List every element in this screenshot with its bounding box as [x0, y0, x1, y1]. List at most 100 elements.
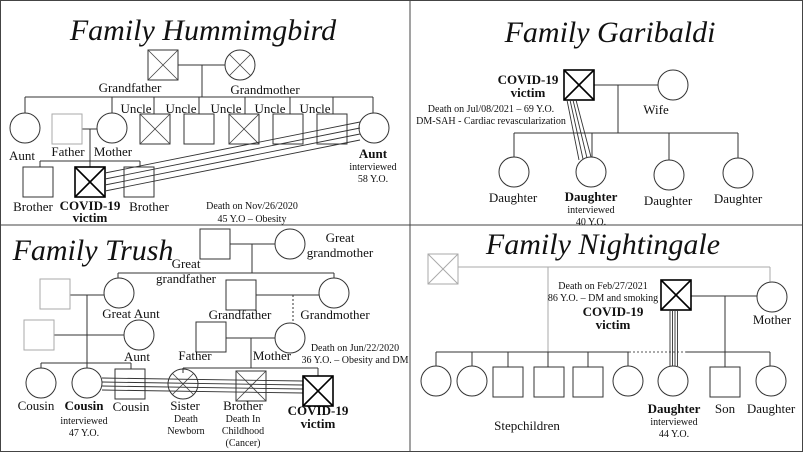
- brother-symbol: [123, 166, 155, 198]
- father-symbol: [195, 321, 227, 353]
- uncle-symbol: [228, 113, 260, 145]
- brother-label: Brother: [223, 398, 263, 413]
- great-grandfather-label-line1: Great: [172, 256, 201, 271]
- connector-lines: [40, 243, 335, 376]
- mother-label: Mother: [94, 144, 133, 159]
- daughter-symbol: [498, 156, 530, 188]
- panel-family-hummingbird: Family Hummimgbird Grandfather Grandmoth…: [9, 14, 397, 225]
- uncle-symbol: [139, 113, 171, 145]
- relationship-lines: [101, 377, 304, 394]
- father-label: Father: [51, 144, 85, 159]
- covid-victim-symbol: [660, 279, 692, 311]
- relationship-lines: [669, 310, 678, 366]
- great-aunt-label: Great Aunt: [102, 306, 160, 321]
- great-grandmother-label-line2: grandmother: [307, 245, 374, 260]
- aunt-symbol: [9, 112, 41, 144]
- uncle-symbol: [316, 113, 348, 145]
- informant-label: Daughter: [565, 189, 618, 204]
- informant-label: Aunt: [359, 146, 388, 161]
- mother-symbol: [274, 322, 306, 354]
- covid-victim-symbol: [74, 166, 106, 198]
- father-label: Father: [178, 348, 212, 363]
- mother-symbol: [96, 112, 128, 144]
- death-note-line2: DM-SAH - Cardiac revascularization: [416, 116, 566, 127]
- sister-note-line1: Death: [174, 414, 198, 425]
- uncle-label: Uncle: [165, 101, 196, 116]
- victim-label-line2: victim: [301, 416, 336, 431]
- panel-title: Family Garibaldi: [504, 16, 716, 49]
- interviewed-label: interviewed: [567, 205, 614, 216]
- informant-daughter-symbol: [575, 156, 607, 188]
- uncle-symbol: [183, 113, 215, 145]
- cousin-symbol: [25, 367, 57, 399]
- death-note-line1: Death on Feb/27/2021: [558, 281, 647, 292]
- brother-symbol: [235, 370, 267, 402]
- brother-label: Brother: [13, 199, 53, 214]
- aunt-label: Aunt: [124, 349, 150, 364]
- wife-symbol: [657, 69, 689, 101]
- interviewed-label: interviewed: [650, 417, 697, 428]
- mother-symbol: [756, 281, 788, 313]
- great-aunt-symbol: [103, 277, 135, 309]
- victim-label-line2: victim: [73, 210, 108, 225]
- uncle-label: Uncle: [299, 101, 330, 116]
- connector-lines: [24, 64, 374, 167]
- stepchild-symbol: [420, 365, 452, 397]
- informant-label: Daughter: [648, 401, 701, 416]
- daughter-symbol: [653, 159, 685, 191]
- grandmother-symbol: [224, 49, 256, 81]
- stepchild-symbol: [533, 366, 565, 398]
- cousin-label: Cousin: [113, 399, 150, 414]
- stepchild-symbol: [572, 366, 604, 398]
- great-grandmother-label-line1: Great: [326, 230, 355, 245]
- victim-label-line1: COVID-19: [288, 403, 349, 418]
- mother-label: Mother: [753, 312, 792, 327]
- daughter-label: Daughter: [747, 401, 796, 416]
- death-note-line1: Death on Jun/22/2020: [311, 343, 399, 354]
- aunt-label: Aunt: [9, 148, 35, 163]
- informant-label: Cousin: [64, 398, 104, 413]
- great-uncle-symbol: [39, 278, 71, 310]
- interviewed-label: interviewed: [60, 416, 107, 427]
- panel-title: Family Trush: [12, 234, 174, 267]
- panel-title: Family Nightingale: [485, 228, 720, 261]
- informant-cousin-symbol: [71, 367, 103, 399]
- daughter-symbol: [755, 365, 787, 397]
- victim-label-line2: victim: [596, 317, 631, 332]
- informant-aunt-symbol: [358, 112, 390, 144]
- brother-label: Brother: [129, 199, 169, 214]
- victim-label-line1: COVID-19: [60, 198, 121, 213]
- death-note-line1: Death on Jul/08/2021 – 69 Y.O.: [428, 104, 554, 115]
- uncle-symbol: [23, 319, 55, 351]
- great-grandmother-symbol: [274, 228, 306, 260]
- victim-label-line1: COVID-19: [583, 304, 644, 319]
- uncle-label: Uncle: [210, 101, 241, 116]
- stepchildren-label: Stepchildren: [494, 418, 560, 433]
- daughter-label: Daughter: [489, 190, 538, 205]
- son-label: Son: [715, 401, 736, 416]
- daughter-symbol: [722, 157, 754, 189]
- ex-husband-symbol: [427, 253, 459, 285]
- death-note-line2: 45 Y.O – Obesity: [218, 214, 287, 225]
- relationship-lines: [566, 99, 592, 161]
- panel-family-trush: Family Trush Great grandmother Great gra…: [12, 228, 409, 449]
- gray-connector-lines: [458, 266, 771, 352]
- panel-family-garibaldi: Family Garibaldi Wife COVID-19 victim De…: [416, 16, 763, 228]
- panel-title: Family Hummimgbird: [69, 14, 337, 47]
- grandfather-symbol: [147, 49, 179, 81]
- sister-note-line2: Newborn: [167, 426, 204, 437]
- cousin-symbol: [114, 368, 146, 400]
- grandfather-label: Grandfather: [99, 80, 162, 95]
- mother-label: Mother: [253, 348, 292, 363]
- informant-daughter-symbol: [657, 365, 689, 397]
- daughter-label: Daughter: [714, 191, 763, 206]
- uncle-label: Uncle: [254, 101, 285, 116]
- father-symbol: [51, 113, 83, 145]
- covid-victim-symbol: [302, 375, 334, 407]
- stepchild-symbol: [456, 365, 488, 397]
- covid-victim-symbol: [563, 69, 595, 101]
- aunt-symbol: [123, 319, 155, 351]
- brother-note-line3: (Cancer): [226, 438, 261, 449]
- great-grandfather-label-line2: grandfather: [156, 271, 217, 286]
